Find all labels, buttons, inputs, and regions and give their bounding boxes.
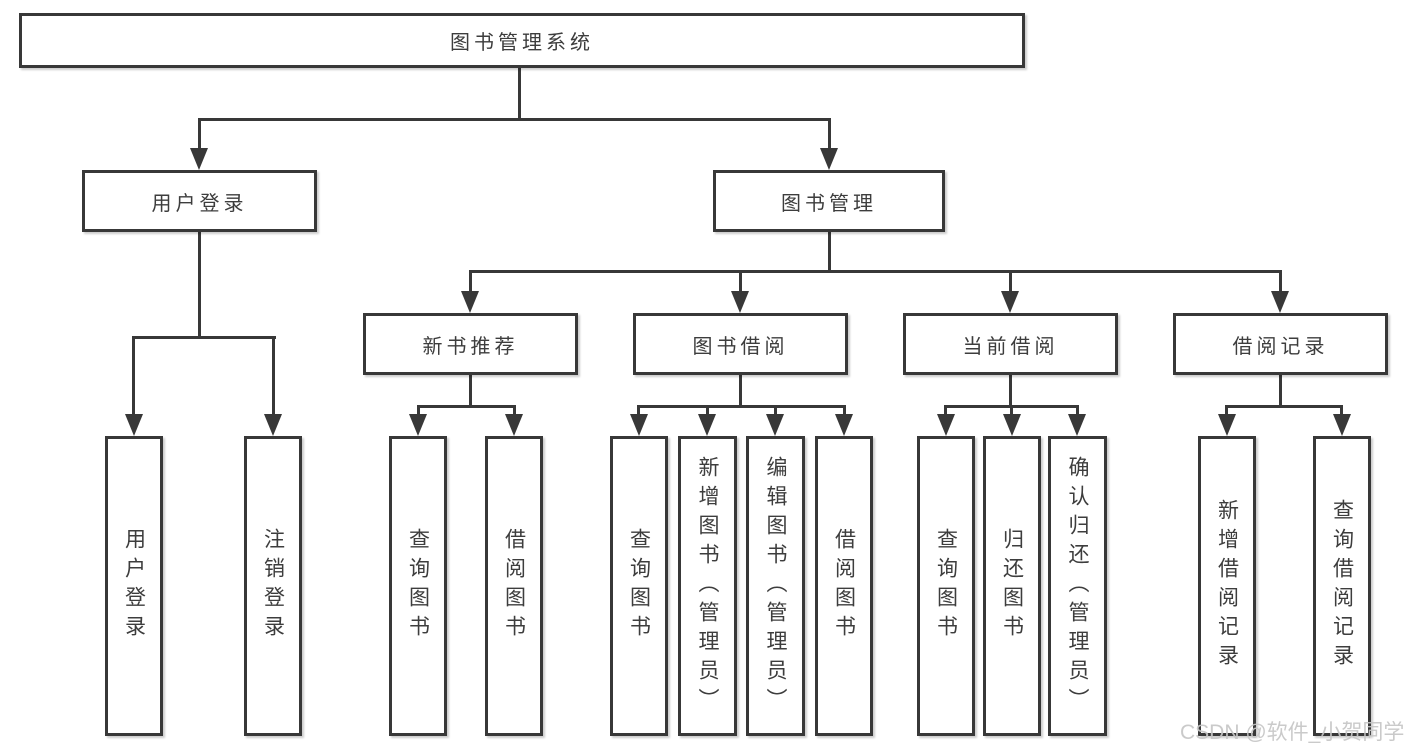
connector-vline bbox=[828, 232, 831, 272]
connector-hline bbox=[132, 336, 276, 339]
connector-vline bbox=[513, 405, 516, 417]
arrowhead-down-icon bbox=[1218, 414, 1236, 436]
leaf-label: 归还图书 bbox=[1000, 528, 1024, 644]
leaf-label: 新增借阅记录 bbox=[1215, 499, 1239, 673]
connector-hline bbox=[469, 270, 1281, 273]
connector-vline bbox=[706, 405, 709, 417]
leaf-logout-login: 注销登录 bbox=[244, 436, 302, 736]
leaf-user-login: 用户登录 bbox=[105, 436, 163, 736]
leaf-borrow-borrow-book: 借阅图书 bbox=[815, 436, 873, 736]
leaf-borrow-edit-book-admin: 编辑图书（管理员） bbox=[746, 436, 805, 736]
leaf-label: 查询图书 bbox=[934, 528, 958, 644]
node-library-management-system: 图书管理系统 bbox=[19, 13, 1025, 68]
arrowhead-down-icon bbox=[937, 414, 955, 436]
arrowhead-down-icon bbox=[731, 291, 749, 313]
connector-vline bbox=[272, 336, 275, 416]
connector-hline bbox=[417, 405, 516, 408]
node-book-borrow: 图书借阅 bbox=[633, 313, 848, 375]
node-new-book-recommend: 新书推荐 bbox=[363, 313, 578, 375]
connector-vline bbox=[417, 405, 420, 417]
arrowhead-down-icon bbox=[461, 291, 479, 313]
node-user-login: 用户登录 bbox=[82, 170, 317, 232]
connector-vline bbox=[774, 405, 777, 417]
csdn-watermark: CSDN @软件_小贺同学 bbox=[1180, 721, 1405, 744]
leaf-label: 用户登录 bbox=[122, 528, 146, 644]
leaf-label: 注销登录 bbox=[261, 528, 285, 644]
leaf-current-confirm-return-admin: 确认归还（管理员） bbox=[1048, 436, 1107, 736]
connector-vline bbox=[637, 405, 640, 417]
arrowhead-down-icon bbox=[766, 414, 784, 436]
arrowhead-down-icon bbox=[1271, 291, 1289, 313]
connector-vline bbox=[843, 405, 846, 417]
connector-vline bbox=[469, 270, 472, 292]
arrowhead-down-icon bbox=[505, 414, 523, 436]
arrowhead-down-icon bbox=[698, 414, 716, 436]
leaf-borrow-add-book-admin: 新增图书（管理员） bbox=[678, 436, 737, 736]
arrowhead-down-icon bbox=[1333, 414, 1351, 436]
leaf-recommend-query-book: 查询图书 bbox=[389, 436, 447, 736]
arrowhead-down-icon bbox=[190, 148, 208, 170]
connector-vline bbox=[132, 336, 135, 416]
arrowhead-down-icon bbox=[125, 414, 143, 436]
leaf-borrow-query-book: 查询图书 bbox=[610, 436, 668, 736]
node-current-borrow: 当前借阅 bbox=[903, 313, 1118, 375]
connector-hline bbox=[637, 405, 846, 408]
leaf-label: 借阅图书 bbox=[832, 528, 856, 644]
connector-vline bbox=[944, 405, 947, 417]
connector-vline bbox=[828, 118, 831, 151]
arrowhead-down-icon bbox=[835, 414, 853, 436]
arrowhead-down-icon bbox=[630, 414, 648, 436]
connector-vline bbox=[1010, 405, 1013, 417]
connector-vline bbox=[469, 375, 472, 408]
arrowhead-down-icon bbox=[1003, 414, 1021, 436]
connector-vline bbox=[739, 270, 742, 292]
connector-vline bbox=[739, 375, 742, 408]
arrowhead-down-icon bbox=[409, 414, 427, 436]
connector-vline bbox=[1009, 375, 1012, 408]
leaf-label: 借阅图书 bbox=[502, 528, 526, 644]
leaf-records-query-record: 查询借阅记录 bbox=[1313, 436, 1371, 736]
leaf-label: 确认归还（管理员） bbox=[1066, 455, 1089, 717]
connector-vline bbox=[518, 68, 521, 120]
connector-hline bbox=[198, 118, 831, 121]
leaf-label: 查询图书 bbox=[627, 528, 651, 644]
connector-vline bbox=[198, 118, 201, 151]
leaf-current-return-book: 归还图书 bbox=[983, 436, 1041, 736]
leaf-label: 查询图书 bbox=[406, 528, 430, 644]
connector-vline bbox=[1279, 375, 1282, 408]
arrowhead-down-icon bbox=[820, 148, 838, 170]
node-borrow-records: 借阅记录 bbox=[1173, 313, 1388, 375]
leaf-recommend-borrow-book: 借阅图书 bbox=[485, 436, 543, 736]
connector-vline bbox=[1009, 270, 1012, 292]
connector-vline bbox=[198, 232, 201, 339]
arrowhead-down-icon bbox=[1068, 414, 1086, 436]
arrowhead-down-icon bbox=[264, 414, 282, 436]
leaf-label: 编辑图书（管理员） bbox=[764, 455, 787, 717]
leaf-records-add-record: 新增借阅记录 bbox=[1198, 436, 1256, 736]
connector-hline bbox=[1225, 405, 1343, 408]
leaf-label: 查询借阅记录 bbox=[1330, 499, 1354, 673]
arrowhead-down-icon bbox=[1001, 291, 1019, 313]
connector-vline bbox=[1279, 270, 1282, 292]
connector-vline bbox=[1340, 405, 1343, 417]
leaf-current-query-book: 查询图书 bbox=[917, 436, 975, 736]
leaf-label: 新增图书（管理员） bbox=[696, 455, 719, 717]
connector-vline bbox=[1225, 405, 1228, 417]
connector-vline bbox=[1076, 405, 1079, 417]
node-book-management: 图书管理 bbox=[713, 170, 945, 232]
